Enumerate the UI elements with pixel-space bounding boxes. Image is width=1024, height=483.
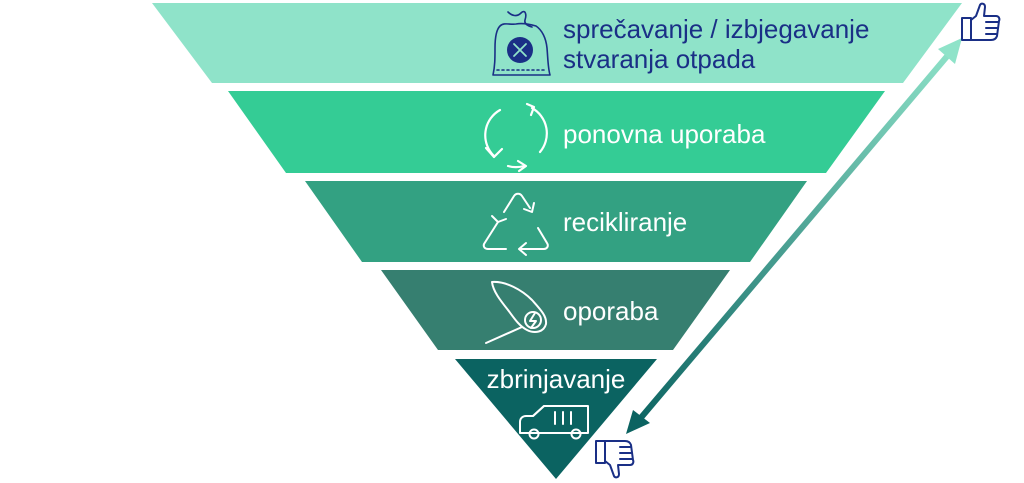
tier-recovery-label: oporaba <box>563 296 659 326</box>
tier-prevention-label-line2: stvaranja otpada <box>563 44 756 74</box>
tier-recycling: recikliranje <box>305 181 807 262</box>
tier-prevention: sprečavanje / izbjegavanje stvaranja otp… <box>152 3 962 83</box>
tier-recovery: oporaba <box>381 270 730 350</box>
tier-prevention-label-line1: sprečavanje / izbjegavanje <box>563 14 869 44</box>
hierarchy-arrow <box>626 38 962 434</box>
tier-disposal: zbrinjavanje <box>455 359 657 479</box>
arrow-head-top <box>938 38 962 64</box>
garbage-truck-icon <box>519 405 589 440</box>
energy-recovery-icon <box>485 280 548 344</box>
tier-recycling-band <box>305 181 807 262</box>
tier-recycling-label: recikliranje <box>563 207 687 237</box>
tier-disposal-label: zbrinjavanje <box>487 364 626 394</box>
tier-reuse-band <box>228 91 885 173</box>
tier-reuse: ponovna uporaba <box>228 91 885 173</box>
thumbs-down-icon <box>595 440 635 479</box>
recycle-icon <box>482 192 549 256</box>
arrow-head-bottom <box>626 410 650 434</box>
tier-reuse-label: ponovna uporaba <box>563 119 766 149</box>
circular-arrows-icon <box>484 102 548 173</box>
hierarchy-arrow-shaft <box>636 52 952 422</box>
tier-prevention-band <box>152 3 962 83</box>
thumbs-up-icon <box>961 2 1001 41</box>
tier-recovery-band <box>381 270 730 350</box>
bag-prevention-icon <box>492 10 551 76</box>
